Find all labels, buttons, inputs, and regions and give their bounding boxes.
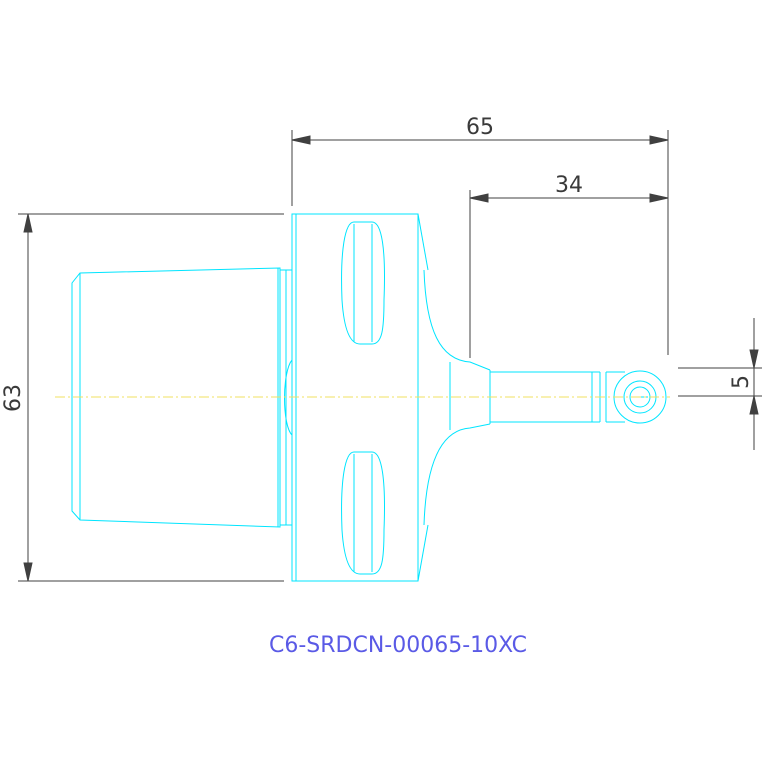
- neck: [423, 269, 625, 526]
- drive-slot-lower: [341, 451, 385, 575]
- dim-height-label: 63: [1, 384, 26, 412]
- dimensions: [18, 130, 762, 582]
- dim-tip-width-label: 5: [729, 375, 754, 389]
- dim-tip-width: [678, 318, 762, 450]
- drive-slot-upper: [341, 221, 385, 345]
- dim-shank-to-tip: [469, 190, 669, 358]
- dim-overall-length: [291, 130, 669, 355]
- part-number: C6-SRDCN-00065-10XC: [269, 633, 527, 658]
- dim-overall-length-label: 65: [466, 115, 494, 140]
- dim-height: [18, 213, 284, 582]
- dim-shank-to-tip-label: 34: [555, 173, 583, 198]
